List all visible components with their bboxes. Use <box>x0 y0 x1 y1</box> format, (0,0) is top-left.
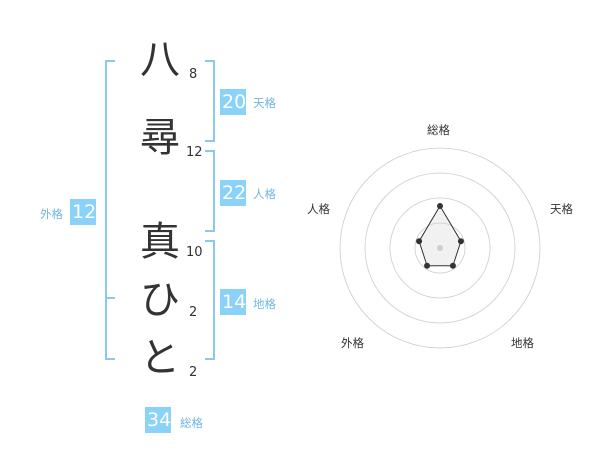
jinkaku-value-badge: 22 <box>220 180 247 206</box>
gaikaku-bracket-tick <box>105 297 115 299</box>
radar-point-4 <box>416 238 423 245</box>
radar-point-1 <box>457 238 464 245</box>
radar-label-chikaku: 地格 <box>511 336 534 350</box>
radar-label-gaikaku: 外格 <box>341 336 364 350</box>
name-char-5: と <box>140 335 180 381</box>
stroke-count-3: 10 <box>186 245 203 260</box>
tenkaku-value-badge: 20 <box>220 89 247 115</box>
chikaku-label: 地格 <box>253 297 276 311</box>
jinkaku-bracket <box>205 150 215 232</box>
radar-rings <box>339 147 541 349</box>
chikaku-value-badge: 14 <box>220 289 247 315</box>
gaikaku-label: 外格 <box>40 207 63 221</box>
radar-center-dot <box>437 245 443 251</box>
soukaku-value-badge: 34 <box>145 407 172 433</box>
tenkaku-bracket <box>205 60 215 142</box>
stroke-count-1: 8 <box>189 67 198 82</box>
radar-label-soukaku: 総格 <box>427 123 450 137</box>
stroke-count-5: 2 <box>189 365 198 380</box>
radar-point-0 <box>437 203 443 209</box>
chikaku-bracket <box>205 240 215 360</box>
radar-point-3 <box>424 262 431 269</box>
radar-ring-2 <box>389 197 491 299</box>
radar-label-tenkaku: 天格 <box>550 202 573 216</box>
soukaku-label: 総格 <box>180 416 203 430</box>
name-char-3: 真 <box>140 219 180 265</box>
tenkaku-label: 天格 <box>253 96 276 110</box>
radar-point-2 <box>449 262 456 269</box>
gaikaku-bracket <box>105 60 115 360</box>
jinkaku-label: 人格 <box>253 187 276 201</box>
radar-points <box>416 203 464 269</box>
radar-ring-4 <box>339 147 541 349</box>
name-char-1: 八 <box>140 37 180 83</box>
radar-ring-3 <box>364 172 516 324</box>
stroke-count-2: 12 <box>186 145 203 160</box>
name-char-4: ひ <box>140 277 180 323</box>
name-char-2: 尋 <box>140 115 180 161</box>
radar-area <box>418 205 462 267</box>
radar-label-jinkaku: 人格 <box>307 202 330 216</box>
stroke-count-4: 2 <box>189 305 198 320</box>
gaikaku-value-badge: 12 <box>70 199 97 225</box>
radar-ring-1 <box>414 222 466 274</box>
